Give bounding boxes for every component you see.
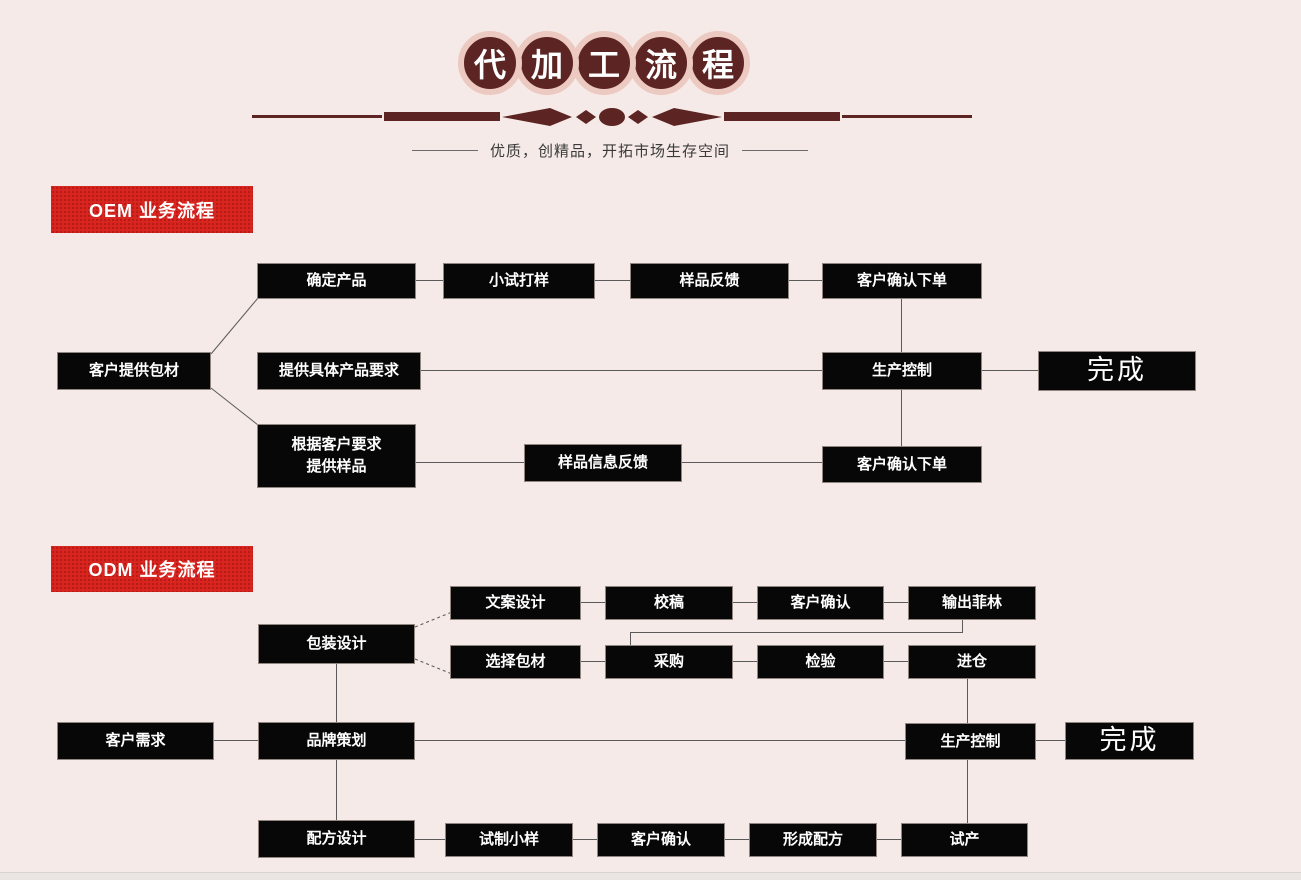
odm-node-brand-planning: 品牌策划 [258,722,415,760]
odm-node-proofreading: 校稿 [605,586,733,620]
connector-line [682,462,822,463]
connector-line [1036,740,1065,741]
oem-node-sample-by-request-line2: 提供样品 [306,458,367,475]
tagline-text: 优质，创精品，开拓市场生存空间 [489,143,730,160]
odm-node-packaging-design: 包装设计 [258,624,415,664]
oem-node-specific-product-requirements: 提供具体产品要求 [257,352,421,390]
oem-node-trial-sampling: 小试打样 [443,263,595,299]
connector-line [884,602,908,603]
odm-node-done: 完成 [1065,722,1194,760]
connector-line [415,839,445,840]
odm-node-purchasing: 采购 [605,645,733,679]
connector-dashed [414,658,453,675]
title-circle: 流 [629,31,693,95]
connector-diagonal [210,387,259,426]
oem-node-production-control: 生产控制 [822,352,982,390]
connector-line [416,280,443,281]
tagline-right-rule [742,150,808,151]
oem-node-customer-confirms-order-bottom: 客户确认下单 [822,446,982,483]
divider-ornament [252,108,972,126]
connector-line [416,462,524,463]
connector-dashed [414,611,453,628]
odm-node-inspection: 检验 [757,645,884,679]
tagline: 优质，创精品，开拓市场生存空间 [380,140,840,161]
connector-line [901,299,902,352]
odm-node-customer-needs: 客户需求 [57,722,214,760]
odm-node-customer-confirm-top: 客户确认 [757,586,884,620]
connector-line [877,839,901,840]
connector-line [421,370,822,371]
connector-line [630,632,631,645]
odm-node-formula-design: 配方设计 [258,820,415,858]
oem-node-done: 完成 [1038,351,1196,391]
connector-line [982,370,1038,371]
connector-line [336,760,337,820]
odm-node-output-film: 输出菲林 [908,586,1036,620]
connector-line [967,679,968,723]
odm-node-select-packaging: 选择包材 [450,645,581,679]
connector-line [415,740,905,741]
title-circle: 加 [515,31,579,95]
oem-node-sample-feedback: 样品反馈 [630,263,789,299]
oem-node-sample-info-feedback: 样品信息反馈 [524,444,682,482]
connector-line [733,661,757,662]
odm-node-warehousing: 进仓 [908,645,1036,679]
odm-node-customer-confirm-bottom: 客户确认 [597,823,725,857]
connector-line [595,280,630,281]
oem-node-sample-by-request: 根据客户要求 提供样品 [257,424,416,488]
title-circle: 代 [458,31,522,95]
slide-bottom-edge [0,872,1301,880]
connector-line [581,602,605,603]
odm-section-header: ODM 业务流程 [51,546,253,592]
odm-node-form-formula: 形成配方 [749,823,877,857]
page-title: 代 加 工 流 程 [458,31,750,95]
oem-section-header: OEM 业务流程 [51,186,253,233]
connector-line [581,661,605,662]
connector-diagonal [210,297,259,355]
connector-line [884,661,908,662]
tagline-left-rule [411,150,478,151]
connector-line [336,664,337,722]
connector-line [789,280,822,281]
odm-node-copy-design: 文案设计 [450,586,581,620]
odm-node-trial-small-sample: 试制小样 [445,823,573,857]
oem-node-customer-provides-packaging: 客户提供包材 [57,352,211,390]
connector-line [733,602,757,603]
oem-node-confirm-product: 确定产品 [257,263,416,299]
title-circle: 工 [572,31,636,95]
connector-line [725,839,749,840]
connector-line [573,839,597,840]
connector-line [901,390,902,446]
oem-node-customer-confirms-order-top: 客户确认下单 [822,263,982,299]
connector-line [214,740,258,741]
connector-line [967,760,968,823]
odm-node-production-control: 生产控制 [905,723,1036,760]
connector-line [630,632,963,633]
connector-line [962,620,963,633]
oem-node-sample-by-request-line1: 根据客户要求 [291,436,382,454]
odm-node-trial-production: 试产 [901,823,1028,857]
title-circle: 程 [686,31,750,95]
